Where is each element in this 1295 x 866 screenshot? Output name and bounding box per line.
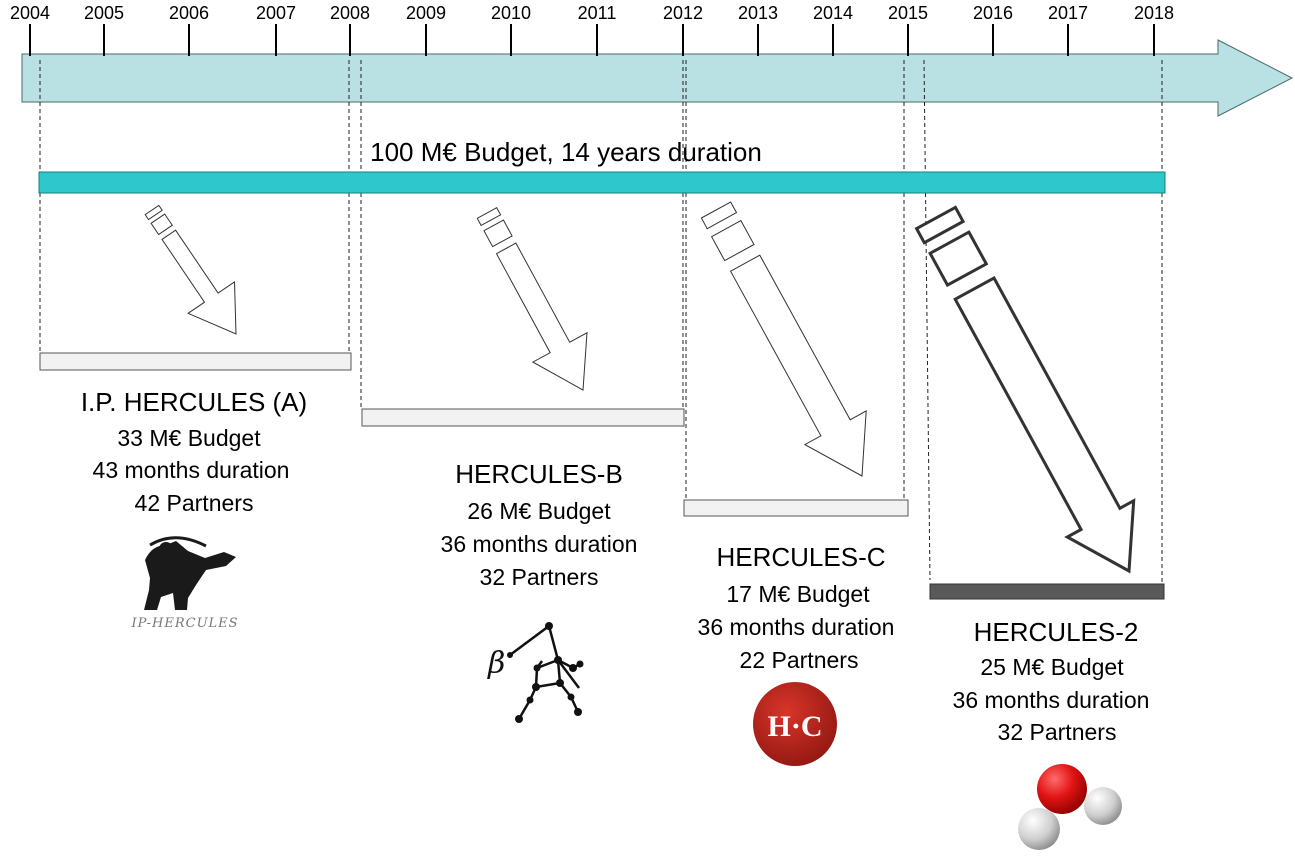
year-axis: 2004 2005 2006 2007 2008 2009 2010 2011 2012 2013… xyxy=(10,3,1174,56)
phase-partners: 22 Partners xyxy=(740,647,859,673)
phase-bar-a xyxy=(39,352,352,371)
phase-c-info: HERCULES-C 17 M€ Budget 36 months durati… xyxy=(698,542,895,673)
phase-budget: 25 M€ Budget xyxy=(980,654,1124,680)
constellation-icon: β xyxy=(487,622,584,723)
year-label: 2013 xyxy=(738,3,778,23)
arrow-segment xyxy=(700,201,738,230)
phase-bar-b xyxy=(361,408,685,427)
phase-partners: 32 Partners xyxy=(480,564,599,590)
arrow-segment xyxy=(710,219,755,262)
phase-arrow-0 xyxy=(144,204,237,335)
timeline-arrow xyxy=(21,39,1294,117)
arrow-segment xyxy=(150,213,173,236)
phase-duration: 43 months duration xyxy=(93,457,290,483)
year-label: 2012 xyxy=(663,3,703,23)
arrow-segment xyxy=(914,205,966,245)
logo-caption: IP-HERCULES xyxy=(130,616,238,631)
arrow-segment xyxy=(161,229,237,335)
arrow-segment xyxy=(928,230,989,288)
arrow-segment xyxy=(495,242,588,391)
phase-title: HERCULES-B xyxy=(455,459,623,489)
phase-arrow-1 xyxy=(476,207,588,391)
phase-arrows xyxy=(144,201,1136,574)
year-label: 2007 xyxy=(256,3,296,23)
arrow-segment xyxy=(144,204,163,221)
phase-a-info: I.P. HERCULES (A) 33 M€ Budget 43 months… xyxy=(81,387,307,516)
overall-budget-label: 100 M€ Budget, 14 years duration xyxy=(370,137,762,167)
year-label: 2017 xyxy=(1048,3,1088,23)
phase-guides xyxy=(39,59,1163,584)
phase-title: HERCULES-2 xyxy=(974,617,1139,647)
phase-duration: 36 months duration xyxy=(698,614,895,640)
phase-partners: 32 Partners xyxy=(998,719,1117,745)
year-label: 2005 xyxy=(84,3,124,23)
year-label: 2010 xyxy=(491,3,531,23)
phase-2-info: HERCULES-2 25 M€ Budget 36 months durati… xyxy=(953,617,1150,745)
phase-budget: 26 M€ Budget xyxy=(467,498,611,524)
phase-bar-2 xyxy=(929,583,1165,600)
phase-partners: 42 Partners xyxy=(135,490,254,516)
phase-duration: 36 months duration xyxy=(953,687,1150,713)
overall-budget-bar xyxy=(38,171,1166,194)
year-label: 2008 xyxy=(330,3,370,23)
year-label: 2006 xyxy=(169,3,209,23)
year-label: 2011 xyxy=(578,3,617,23)
year-label: 2009 xyxy=(406,3,446,23)
phase-duration: 36 months duration xyxy=(441,531,638,557)
water-molecule-icon xyxy=(1018,764,1122,850)
year-label: 2015 xyxy=(888,3,928,23)
hc-badge-text: H·C xyxy=(767,710,822,743)
phase-title: I.P. HERCULES (A) xyxy=(81,387,307,417)
arrow-segment xyxy=(953,275,1136,574)
arrow-segment xyxy=(476,207,502,227)
phase-arrow-2 xyxy=(700,201,867,477)
arrow-segment xyxy=(483,219,513,248)
phase-budget: 17 M€ Budget xyxy=(726,581,870,607)
year-label: 2016 xyxy=(973,3,1013,23)
year-label: 2018 xyxy=(1134,3,1174,23)
phase-bar-c xyxy=(683,499,909,517)
phase-b-info: HERCULES-B 26 M€ Budget 36 months durati… xyxy=(441,459,638,590)
phase-arrow-3 xyxy=(914,205,1136,574)
arrow-segment xyxy=(729,254,867,477)
phase-title: HERCULES-C xyxy=(716,542,885,572)
phase-budget: 33 M€ Budget xyxy=(117,425,261,451)
year-label: 2004 xyxy=(10,3,50,23)
beta-glyph: β xyxy=(487,646,505,681)
year-label: 2014 xyxy=(813,3,853,23)
warrior-figure-icon: IP-HERCULES xyxy=(130,536,238,631)
hc-badge-icon: H·C xyxy=(753,682,837,766)
